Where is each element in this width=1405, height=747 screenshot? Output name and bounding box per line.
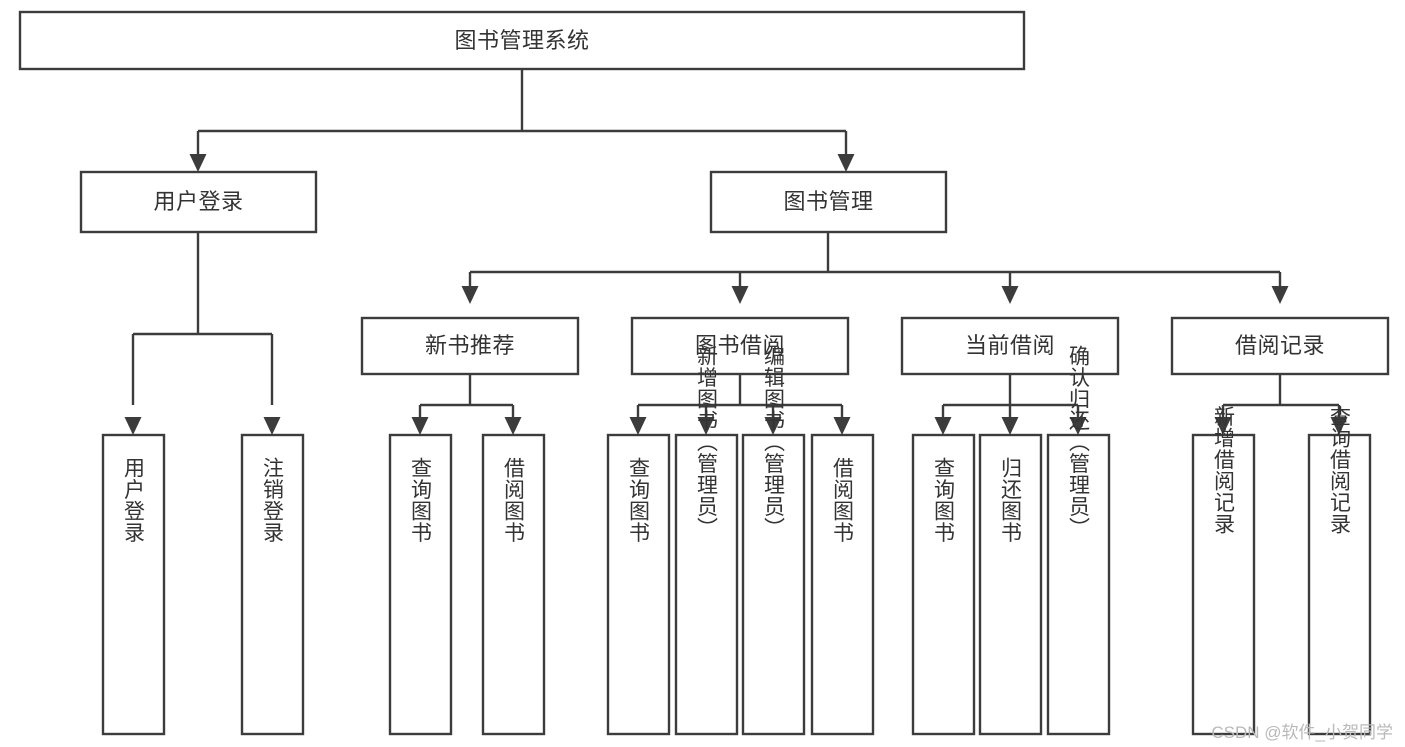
leaf-borrow-record-add-label: 新增借阅记录 [1212,406,1236,535]
leaf-borrow-record-query[interactable]: 查询借阅记录 [1307,406,1372,736]
arrow-icon [1271,286,1289,304]
node-current-borrow-label: 当前借阅 [965,333,1055,358]
leaf-user-login-logout[interactable]: 注销登录 [240,433,305,736]
leaf-user-login-login[interactable]: 用户登录 [101,433,166,736]
arrow-icon [124,417,142,435]
node-book-borrow-label: 图书借阅 [695,333,785,358]
arrow-icon [1001,286,1019,304]
arrow-icon [833,417,851,435]
leaf-new-book-borrow-label: 借阅图书 [502,457,526,543]
node-borrow-record-label: 借阅记录 [1235,333,1325,358]
leaf-current-borrow-query[interactable]: 查询图书 [911,433,976,736]
leaf-book-borrow-borrow[interactable]: 借阅图书 [810,433,875,736]
node-new-book-recommend[interactable]: 新书推荐 [360,316,580,376]
arrow-icon [189,154,207,172]
leaf-book-borrow-edit-label: 编辑图书（管理员） [762,345,786,539]
arrow-icon [461,286,479,304]
connector-group-bookborrow-to-leaves [629,374,851,435]
arrow-icon [263,417,281,435]
node-root-label: 图书管理系统 [454,28,589,53]
arrow-icon [1001,417,1019,435]
leaf-book-borrow-query[interactable]: 查询图书 [606,433,671,736]
arrow-icon [411,417,429,435]
node-user-login[interactable]: 用户登录 [79,170,318,234]
connector-group-userlogin-to-leaves [124,232,281,435]
leaf-new-book-borrow[interactable]: 借阅图书 [481,433,546,736]
arrow-icon [504,417,522,435]
node-book-borrow[interactable]: 图书借阅 [630,316,850,376]
leaf-current-borrow-confirm-return[interactable]: 确认归还（管理员） [1046,345,1111,736]
leaf-new-book-query-label: 查询图书 [409,457,433,543]
arrow-icon [629,417,647,435]
leaf-book-borrow-add-label: 新增图书（管理员） [695,345,719,539]
leaf-current-borrow-confirm-return-label: 确认归还（管理员） [1067,345,1091,539]
arrow-icon [837,154,855,172]
leaf-new-book-query[interactable]: 查询图书 [388,433,453,736]
leaf-current-borrow-return[interactable]: 归还图书 [978,433,1043,736]
leaf-borrow-record-query-label: 查询借阅记录 [1328,406,1352,535]
node-book-management-label: 图书管理 [783,189,873,214]
connector-group-booksmgmt-to-level3 [461,232,1289,304]
connector-group-newbook-to-leaves [411,374,522,435]
leaf-user-login-login-label: 用户登录 [122,457,146,543]
connector-group-currentborrow-to-leaves [934,374,1087,435]
node-root-book-management-system[interactable]: 图书管理系统 [18,10,1026,71]
node-new-book-recommend-label: 新书推荐 [425,333,515,358]
leaf-book-borrow-add[interactable]: 新增图书（管理员） [674,345,739,736]
arrow-icon [934,417,952,435]
connector-group-root-to-level2 [189,69,855,172]
node-book-management[interactable]: 图书管理 [709,170,948,234]
leaf-current-borrow-return-label: 归还图书 [999,457,1023,543]
leaf-book-borrow-edit[interactable]: 编辑图书（管理员） [741,345,806,736]
leaf-user-login-logout-label: 注销登录 [261,457,285,543]
connector-group-borrowrecord-to-leaves [1214,374,1348,435]
node-user-login-label: 用户登录 [153,189,243,214]
arrow-icon [731,286,749,304]
node-current-borrow[interactable]: 当前借阅 [900,316,1120,376]
node-borrow-record[interactable]: 借阅记录 [1170,316,1390,376]
leaf-book-borrow-borrow-label: 借阅图书 [831,457,855,543]
leaf-current-borrow-query-label: 查询图书 [932,457,956,543]
leaf-book-borrow-query-label: 查询图书 [627,457,651,543]
leaf-borrow-record-add[interactable]: 新增借阅记录 [1191,406,1256,736]
